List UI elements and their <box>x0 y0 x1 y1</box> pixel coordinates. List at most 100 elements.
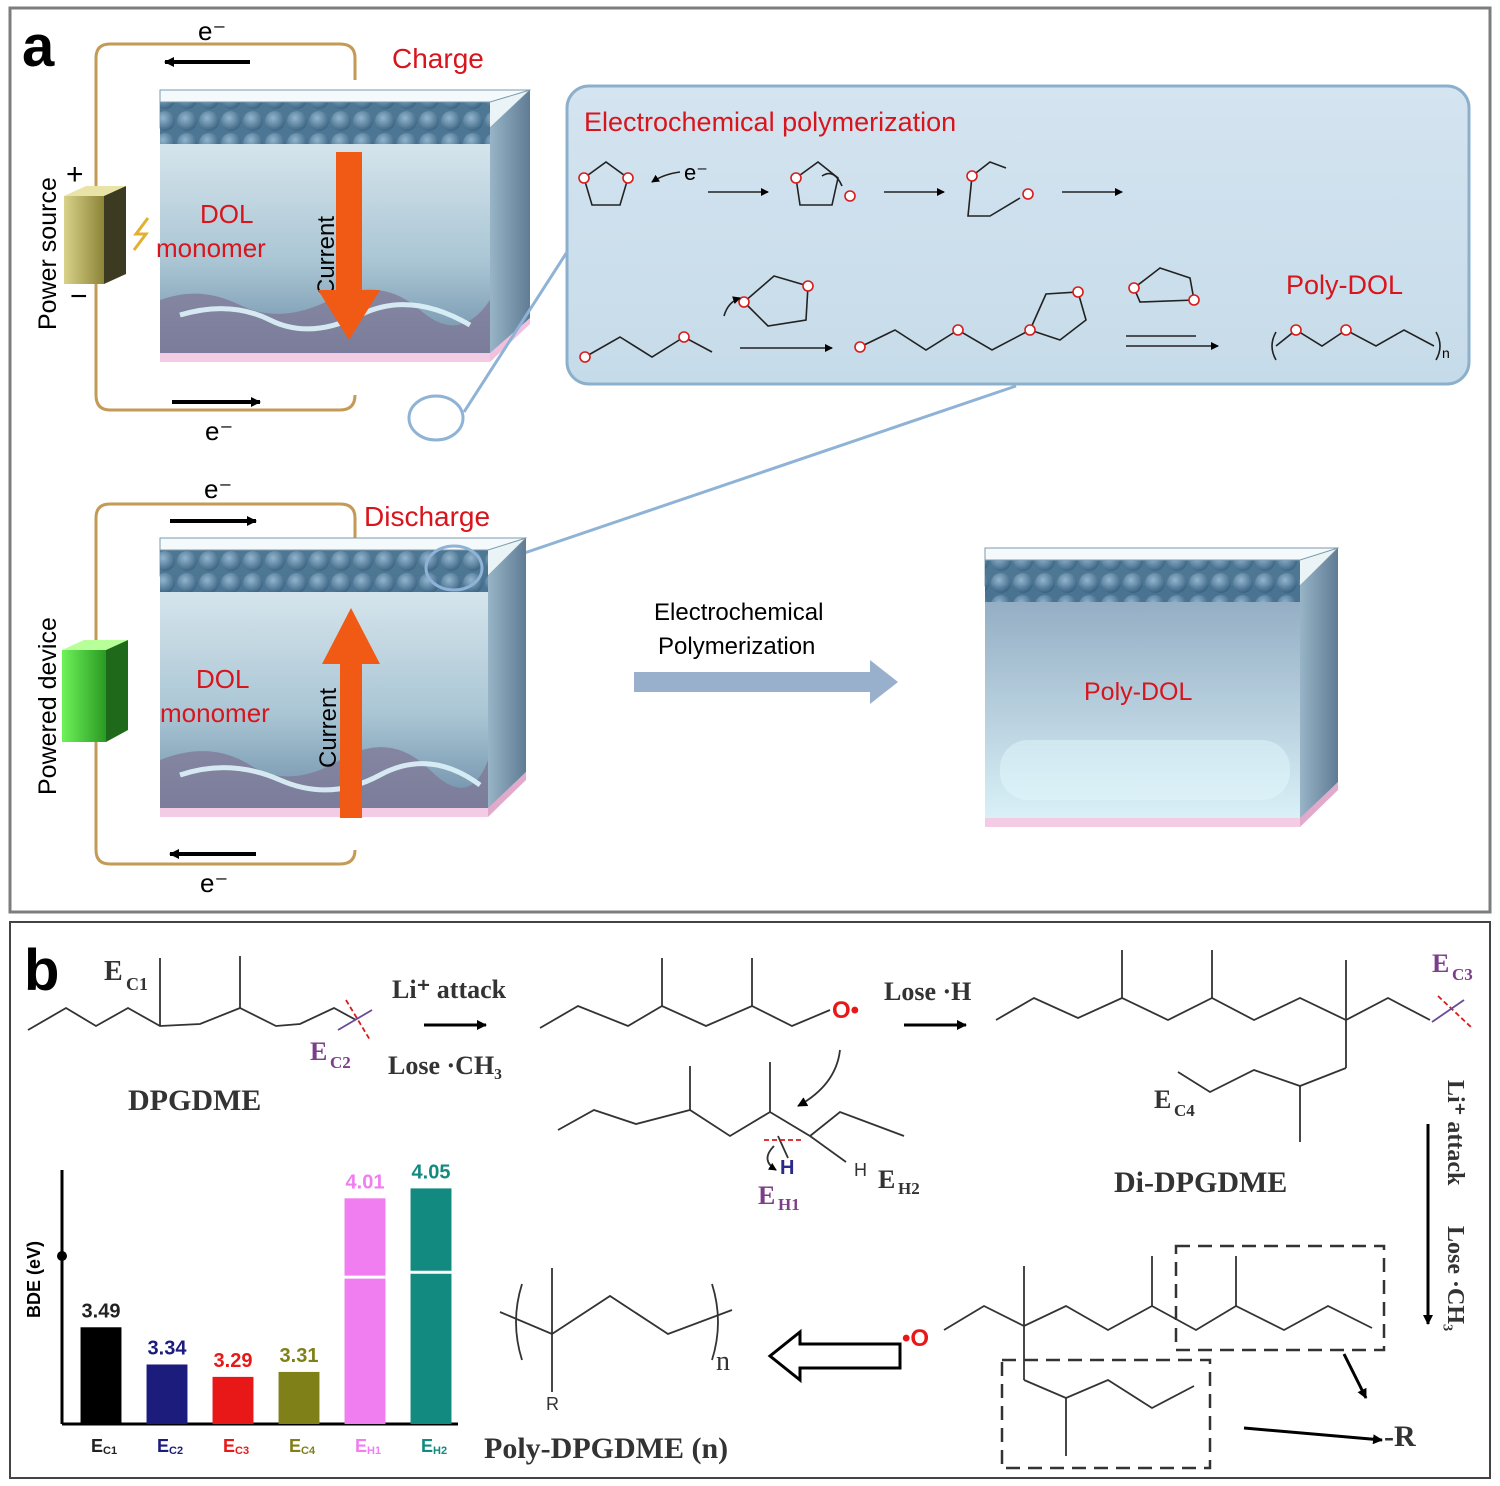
tick-sub-c2: C2 <box>169 1445 183 1457</box>
current-label-discharge: Current <box>315 688 342 768</box>
zoom-circle-charge <box>407 394 465 442</box>
minus-sign: − <box>70 280 88 313</box>
tick-sub-h2: H2 <box>433 1445 447 1457</box>
radical-o-label: •O <box>902 1325 929 1352</box>
poly-dol-label: Poly-DOL <box>1084 678 1192 706</box>
discharge-cell: e⁻ e⁻ Powered device Discharge DOL monom… <box>34 474 528 898</box>
power-source-battery <box>64 186 150 284</box>
process-label-line1: Electrochemical <box>654 599 823 626</box>
radical-intermediate <box>539 958 905 1171</box>
tick-label-h2: E <box>421 1436 433 1456</box>
electron-label-top: e⁻ <box>198 16 226 46</box>
r-arrow-1 <box>1342 1353 1368 1399</box>
dol-label-line1: DOL <box>200 199 253 229</box>
zoom-line-1 <box>462 251 569 413</box>
electron-label-top-2: e⁻ <box>204 474 232 504</box>
tick-label-c3: E <box>223 1436 235 1456</box>
powered-device-label: Powered device <box>34 617 62 795</box>
inset-electron: e⁻ <box>684 160 708 185</box>
bar-h1 <box>344 1198 386 1424</box>
value-label-c4: 3.31 <box>280 1345 319 1367</box>
h2-atom-label: H <box>854 1160 867 1180</box>
mechanism-row-2 <box>579 267 1441 363</box>
polymerize-hollow-arrow <box>767 1328 902 1384</box>
y-axis-label: BDE (eV) <box>24 1241 44 1318</box>
inset-title: Electrochemical polymerization <box>584 107 956 137</box>
current-label-charge: Current <box>313 216 340 296</box>
anode-particle-layer <box>160 100 490 144</box>
tick-sub-h1: H1 <box>367 1445 381 1457</box>
tick-label-c4: E <box>289 1436 301 1456</box>
axis-break-dot <box>57 1251 67 1261</box>
step1-top-label: Li⁺ attack <box>392 975 507 1004</box>
step1-bottom-label: Lose ·CH₃ <box>388 1051 502 1080</box>
mechanism-row-1 <box>578 160 1123 217</box>
ec3-label: E <box>1432 949 1449 978</box>
eh1-sub: H1 <box>778 1195 800 1214</box>
tick-label-c2: E <box>157 1436 169 1456</box>
circuit-wire <box>94 42 357 412</box>
ec3-sub: C3 <box>1452 965 1473 984</box>
h1-atom-label: H <box>780 1157 794 1179</box>
bar-h2 <box>410 1188 452 1424</box>
bar-c4 <box>278 1371 320 1424</box>
panel-b-label: b <box>24 938 59 1003</box>
power-source-label: Power source <box>34 177 62 330</box>
panel-a-label: a <box>22 14 55 79</box>
charge-title: Charge <box>392 43 484 74</box>
spark-icon <box>132 217 150 251</box>
radical-label: O• <box>832 997 859 1024</box>
inset-reaction-box: Electrochemical polymerization e⁻ <box>462 84 1471 568</box>
poly-dpgdme-structure <box>499 1268 733 1392</box>
eh2-sub: H2 <box>898 1179 920 1198</box>
poly-r-label: R <box>546 1394 559 1414</box>
di-dpgdme-structure <box>995 950 1473 1142</box>
process-arrow: Electrochemical Polymerization <box>634 599 898 704</box>
radical-fragment <box>943 1244 1386 1470</box>
tick-label-h1: E <box>355 1436 367 1456</box>
tick-sub-c4: C4 <box>301 1445 316 1457</box>
eh2-label: E <box>878 1165 895 1194</box>
bar-c2 <box>146 1364 188 1424</box>
poly-dpgdme-label: Poly-DPGDME (n) <box>484 1432 728 1465</box>
discharge-title: Discharge <box>364 501 490 532</box>
electron-label-bottom: e⁻ <box>205 416 233 446</box>
panel-b: b E C1 E C2 DPGDME Li⁺ attack Lose ·CH₃ <box>9 921 1491 1479</box>
bar-c3 <box>212 1376 254 1424</box>
current-arrow-down <box>318 152 380 340</box>
dpgdme-structure <box>27 956 373 1041</box>
charge-cell: e⁻ e⁻ + − Power source <box>34 16 532 446</box>
r-group-label: -R <box>1384 1420 1416 1453</box>
bar-c1 <box>80 1327 122 1424</box>
value-label-c1: 3.49 <box>82 1300 121 1322</box>
dol-label-line2: monomer <box>156 233 266 263</box>
plus-sign: + <box>66 158 84 191</box>
electron-label-bottom-2: e⁻ <box>200 868 228 898</box>
powered-device-box <box>62 640 128 742</box>
inset-subscript-n: n <box>1442 345 1450 361</box>
ec2-label: E <box>310 1037 327 1066</box>
ec2-sub: C2 <box>330 1053 351 1072</box>
step3-label-b: Lose ·CH₃ <box>1442 1226 1468 1331</box>
circuit-wire-2 <box>94 502 357 866</box>
di-dpgdme-label: Di-DPGDME <box>1114 1166 1287 1199</box>
value-label-c3: 3.29 <box>214 1350 253 1372</box>
zoom-circle-discharge <box>424 544 484 592</box>
dpgdme-label: DPGDME <box>128 1084 261 1117</box>
ec4-label: E <box>1154 1085 1171 1114</box>
eh1-label: E <box>758 1181 775 1210</box>
ec1-label: E <box>104 956 123 987</box>
step2-label: Lose ·H <box>884 977 971 1006</box>
ec4-sub: C4 <box>1174 1101 1195 1120</box>
inset-product-label: Poly-DOL <box>1286 270 1403 300</box>
panel-a: a e⁻ e⁻ + − Power source <box>8 6 1492 914</box>
tick-label-c1: E <box>91 1436 103 1456</box>
dol-label-line1-2: DOL <box>196 664 249 694</box>
ec1-sub: C1 <box>126 974 148 994</box>
value-label-c2: 3.34 <box>148 1337 188 1359</box>
value-label-h1: 4.01 <box>346 1171 385 1193</box>
process-label-line2: Polymerization <box>658 633 815 660</box>
zoom-line-2 <box>485 384 1017 568</box>
